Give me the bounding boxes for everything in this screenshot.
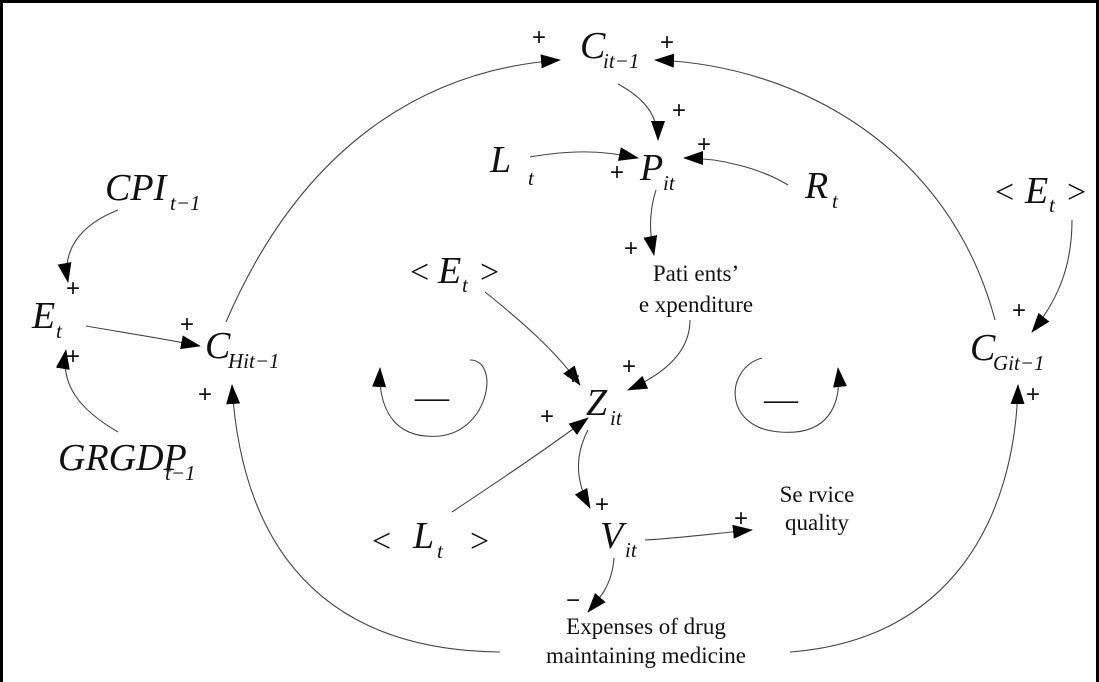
link-et-shadow-to-zit <box>484 291 581 386</box>
svg-text:<: < <box>995 174 1014 211</box>
loop-left-polarity: — <box>414 379 450 416</box>
sign-pit-expenditure: + <box>624 235 638 262</box>
sign-cit-pit: + <box>672 97 686 124</box>
svg-text:L: L <box>489 139 511 181</box>
svg-text:C: C <box>970 327 996 369</box>
svg-text:Z: Z <box>586 382 608 424</box>
var-p-it: P it <box>639 147 676 195</box>
svg-text:it−1: it−1 <box>603 49 639 73</box>
sign-et-chit: + <box>180 311 194 338</box>
svg-text:t: t <box>832 189 839 213</box>
link-et-shadow-right-to-cgit <box>1031 219 1073 333</box>
svg-text:C: C <box>580 25 606 67</box>
link-lt-to-pit <box>529 147 639 161</box>
svg-text:it: it <box>610 406 623 430</box>
link-et-to-chit <box>85 325 201 350</box>
link-pit-to-expenditure <box>643 189 658 256</box>
loop-left-circle <box>372 359 488 437</box>
sign-expenditure-zit: + <box>622 353 636 380</box>
link-vit-to-expenses <box>587 557 615 613</box>
sign-et-shadow-zit: + <box>566 363 580 390</box>
svg-text:t: t <box>528 166 535 190</box>
svg-text:>: > <box>1067 174 1086 211</box>
var-l-t: L t <box>489 139 535 190</box>
svg-text:V: V <box>600 515 627 557</box>
sign-lt-pit: + <box>610 159 624 186</box>
svg-text:Hit−1: Hit−1 <box>227 349 280 373</box>
sign-vit-service: + <box>734 505 748 532</box>
svg-text:Expenses of drug: Expenses of drug <box>566 614 726 639</box>
svg-text:E: E <box>31 295 55 337</box>
link-zit-to-vit <box>574 429 591 509</box>
svg-text:e xpenditure: e xpenditure <box>639 292 753 317</box>
svg-text:P: P <box>639 147 663 189</box>
svg-text:>: > <box>470 523 489 560</box>
svg-text:t: t <box>56 319 63 343</box>
svg-text:R: R <box>804 165 828 207</box>
svg-text:quality: quality <box>785 510 849 535</box>
svg-text:t−1: t−1 <box>170 191 201 215</box>
link-expenses-to-cgit <box>789 384 1025 653</box>
loop-right-circle <box>734 357 847 433</box>
sign-cgit-cit: + <box>660 29 674 56</box>
link-expenditure-to-zit <box>627 319 691 391</box>
var-e-t: E t <box>31 295 63 343</box>
svg-text:Se rvice: Se rvice <box>780 482 855 507</box>
svg-text:t: t <box>1049 193 1056 217</box>
link-cgit-to-cit <box>654 53 996 321</box>
var-grgdp: GRGDP t−1 <box>58 437 196 485</box>
sign-expenses-chit: + <box>198 381 212 408</box>
var-v-it: V it <box>600 515 638 562</box>
sign-zit-vit: + <box>595 491 609 518</box>
label-patients-expenditure: Pati ents’ e xpenditure <box>639 261 753 317</box>
svg-text:<: < <box>372 523 391 560</box>
sign-chit-cit: + <box>532 24 546 51</box>
svg-text:L: L <box>412 515 434 557</box>
svg-text:<: < <box>410 254 429 291</box>
var-e-t-shadow-mid: < E t > <box>410 250 499 297</box>
link-vit-to-service <box>644 524 753 541</box>
svg-text:E: E <box>1024 170 1048 212</box>
sign-cpi-et: + <box>66 275 80 302</box>
svg-text:maintaining medicine: maintaining medicine <box>546 643 746 668</box>
svg-text:t−1: t−1 <box>165 461 196 485</box>
var-r-t: R t <box>804 165 839 213</box>
sign-grgdp-et: + <box>66 343 80 370</box>
svg-text:E: E <box>437 250 461 292</box>
svg-text:C: C <box>205 325 231 367</box>
sign-expenses-cgit: + <box>1026 381 1040 408</box>
label-expenses-of-drug: Expenses of drug maintaining medicine <box>546 614 746 668</box>
link-cit-to-pit <box>617 83 665 141</box>
link-rt-to-pit <box>683 151 789 186</box>
var-e-t-shadow-right: < E t > <box>995 170 1086 217</box>
var-l-t-shadow: < L t > <box>372 515 489 563</box>
sign-rt-pit: + <box>697 131 711 158</box>
svg-text:Git−1: Git−1 <box>993 351 1045 375</box>
link-expenses-to-chit <box>226 384 501 653</box>
link-chit-to-cit <box>225 54 561 323</box>
svg-text:>: > <box>480 254 499 291</box>
svg-text:t: t <box>462 273 469 297</box>
var-c-it-1: C it−1 <box>580 25 639 73</box>
loop-right-polarity: — <box>763 381 799 418</box>
svg-text:Pati ents’: Pati ents’ <box>653 261 739 286</box>
var-c-hit-1: C Hit−1 <box>205 325 280 373</box>
var-z-it: Z it <box>586 382 623 430</box>
svg-text:it: it <box>625 538 638 562</box>
sign-lt-shadow-zit: + <box>540 403 554 430</box>
sign-et-shadow-right-cgit: + <box>1012 297 1026 324</box>
svg-text:it: it <box>663 171 676 195</box>
svg-text:GRGDP: GRGDP <box>58 437 187 479</box>
link-lt-shadow-to-zit <box>451 417 589 513</box>
var-c-git-1: C Git−1 <box>970 327 1045 375</box>
svg-text:CPI: CPI <box>105 167 169 209</box>
label-service-quality: Se rvice quality <box>780 482 855 535</box>
link-cpi-to-et <box>57 209 119 283</box>
svg-text:t: t <box>437 539 444 563</box>
link-grgdp-to-et <box>55 349 119 433</box>
sign-vit-expenses: − <box>566 587 580 614</box>
var-cpi: CPI t−1 <box>105 167 201 215</box>
